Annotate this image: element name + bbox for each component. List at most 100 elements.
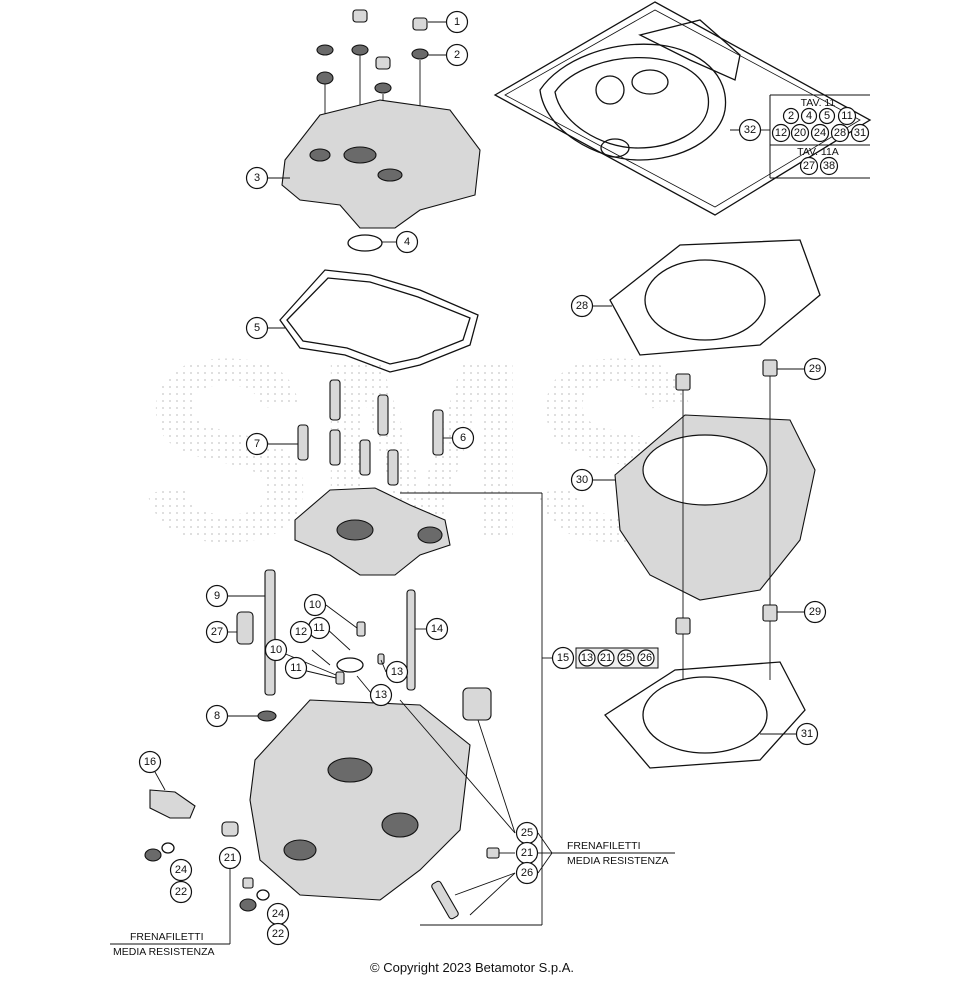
callout-6: 6 [451, 426, 475, 450]
callout-4: 4 [395, 230, 419, 254]
svg-text:2: 2 [454, 49, 460, 61]
svg-text:10: 10 [309, 599, 321, 611]
svg-text:2: 2 [788, 110, 794, 122]
callout-15: 15 [551, 646, 575, 670]
spark-plug-seal [347, 234, 383, 252]
svg-text:31: 31 [801, 728, 813, 740]
callout-28: 28 [570, 294, 594, 318]
kit-row-1: 2 4 5 11 [782, 106, 857, 126]
dowel-pin [762, 359, 778, 377]
svg-text:16: 16 [144, 756, 156, 768]
valve-cover-fasteners [316, 9, 429, 150]
valve-cover [281, 99, 481, 229]
callout-3: 3 [245, 166, 269, 190]
callout-16: 16 [138, 750, 162, 774]
oil-jet [236, 611, 254, 645]
camshaft-bolts [297, 379, 444, 486]
callout-22a: 22 [169, 880, 193, 904]
callout-13a: 13 [385, 660, 409, 684]
callout-7: 7 [245, 432, 269, 456]
kit-reference-box: TAV. 11 2 4 5 11 12 20 24 28 31 TAV. 11A… [769, 94, 870, 179]
svg-text:7: 7 [254, 438, 260, 450]
svg-text:11: 11 [841, 110, 852, 122]
svg-text:5: 5 [254, 322, 260, 334]
head-gasket [609, 239, 821, 356]
svg-text:3: 3 [254, 172, 260, 184]
callout-10a: 10 [303, 593, 327, 617]
dowel-pin [762, 604, 778, 622]
svg-text:5: 5 [824, 110, 830, 122]
svg-text:27: 27 [211, 626, 223, 638]
threadlock-note-right-2: MEDIA RESISTENZA [567, 855, 669, 867]
callout-24a: 24 [169, 858, 193, 882]
bushing [462, 687, 492, 721]
callout-27: 27 [205, 620, 229, 644]
svg-text:21: 21 [600, 652, 612, 664]
gasket-kit-sheet [493, 1, 872, 216]
svg-text:25: 25 [521, 827, 533, 839]
callout-21b: 21 [515, 841, 539, 865]
svg-text:14: 14 [431, 623, 443, 635]
callout-21a: 21 [218, 846, 242, 870]
svg-text:22: 22 [175, 886, 187, 898]
svg-text:11: 11 [290, 662, 301, 674]
svg-text:38: 38 [823, 160, 835, 172]
callout-25: 25 [515, 821, 539, 845]
svg-text:29: 29 [809, 606, 821, 618]
svg-text:25: 25 [620, 652, 632, 664]
callout-11a: 11 [307, 616, 331, 640]
stud-bolt [264, 569, 276, 696]
dowel-pin [675, 617, 691, 635]
svg-text:24: 24 [175, 864, 187, 876]
svg-text:31: 31 [854, 127, 866, 139]
callout-32: 32 [738, 118, 762, 142]
callout-14: 14 [425, 617, 449, 641]
kit-row-2: 12 20 24 28 31 [771, 123, 870, 143]
valve-cover-gasket [279, 269, 479, 373]
svg-text:1: 1 [454, 16, 460, 28]
callout-2: 2 [445, 43, 469, 67]
callout-29b: 29 [803, 600, 827, 624]
svg-text:26: 26 [521, 867, 533, 879]
cylinder-head [249, 699, 471, 901]
group-15-items: 13 21 25 26 [575, 647, 659, 669]
callout-group: 1 2 3 4 5 6 7 9 27 8 10 11 12 10 11 13 1… [138, 10, 827, 946]
svg-text:21: 21 [521, 847, 533, 859]
svg-text:9: 9 [214, 590, 220, 602]
callout-29a: 29 [803, 357, 827, 381]
tav11a-label: TAV. 11A [797, 146, 839, 158]
svg-text:20: 20 [794, 127, 806, 139]
tav11-label: TAV. 11 [801, 97, 836, 109]
threadlock-note-right-1: FRENAFILETTI [567, 840, 641, 852]
svg-text:6: 6 [460, 432, 466, 444]
callout-12: 12 [289, 620, 313, 644]
callout-1: 1 [445, 10, 469, 34]
callout-22b: 22 [266, 922, 290, 946]
callout-10b: 10 [264, 638, 288, 662]
callout-11b: 11 [284, 656, 308, 680]
svg-text:28: 28 [576, 300, 588, 312]
callout-5: 5 [245, 316, 269, 340]
svg-text:30: 30 [576, 474, 588, 486]
base-gasket [604, 661, 806, 769]
svg-text:21: 21 [224, 852, 236, 864]
svg-text:24: 24 [814, 127, 826, 139]
callout-30: 30 [570, 468, 594, 492]
threadlock-note-left-1: FRENAFILETTI [130, 931, 204, 943]
svg-text:13: 13 [581, 652, 593, 664]
svg-text:13: 13 [375, 689, 387, 701]
svg-text:4: 4 [404, 236, 410, 248]
copyright-text: © Copyright 2023 Betamotor S.p.A. [370, 960, 574, 975]
svg-text:8: 8 [214, 710, 220, 722]
callout-13b: 13 [369, 683, 393, 707]
callout-26: 26 [515, 861, 539, 885]
svg-text:22: 22 [272, 928, 284, 940]
temperature-sensor [149, 789, 196, 819]
callout-9: 9 [205, 584, 229, 608]
svg-text:26: 26 [640, 652, 652, 664]
svg-text:10: 10 [270, 644, 282, 656]
svg-text:24: 24 [272, 908, 284, 920]
threadlock-note-left-2: MEDIA RESISTENZA [113, 946, 215, 958]
